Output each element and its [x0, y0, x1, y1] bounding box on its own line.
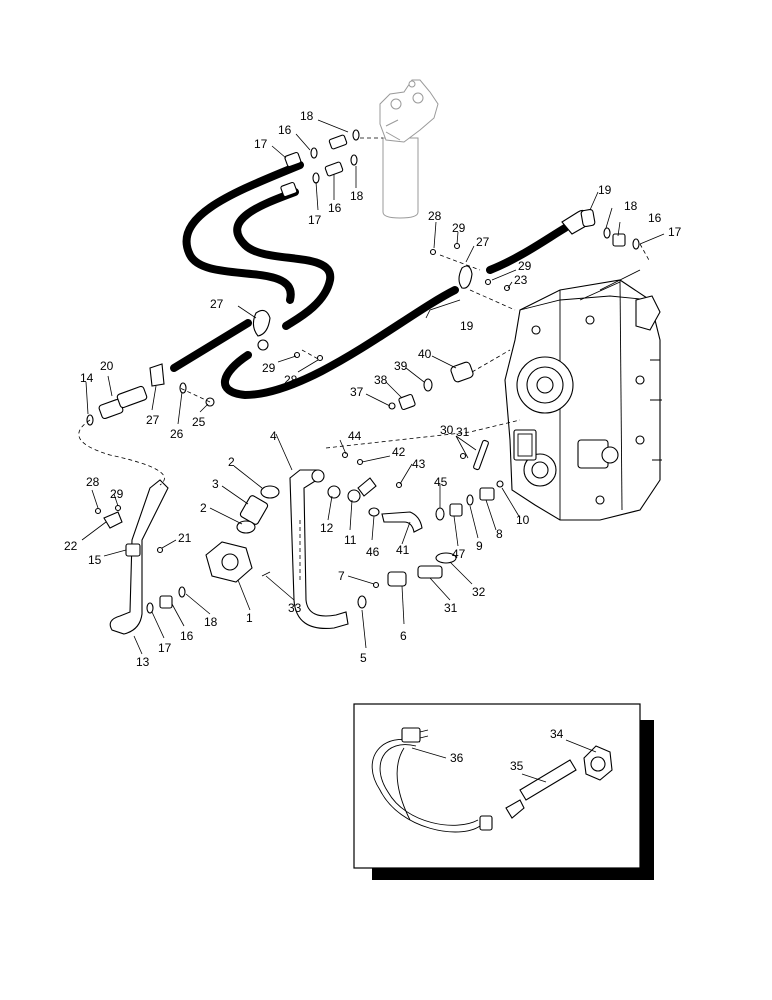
callout-29: 29	[110, 487, 124, 501]
callout-17: 17	[158, 641, 172, 655]
fittings-37-40	[388, 361, 474, 411]
callout-8: 8	[496, 527, 503, 541]
callout-4: 4	[270, 429, 277, 443]
transmission-housing	[504, 269, 662, 521]
callout-7: 7	[338, 569, 345, 583]
callout-27: 27	[476, 235, 490, 249]
callout-21: 21	[178, 531, 192, 545]
callout-20: 20	[100, 359, 114, 373]
callout-38: 38	[374, 373, 388, 387]
suction-tube-15	[103, 479, 186, 635]
callout-44: 44	[348, 429, 362, 443]
callout-29: 29	[262, 361, 276, 375]
callout-33: 33	[288, 601, 302, 615]
callout-28: 28	[86, 475, 100, 489]
callout-25: 25	[192, 415, 206, 429]
callout-13: 13	[136, 655, 150, 669]
callout-40: 40	[418, 347, 432, 361]
callout-37: 37	[350, 385, 364, 399]
callout-18: 18	[204, 615, 218, 629]
leader-lines	[81, 119, 665, 783]
return-fittings	[327, 477, 504, 579]
callout-15: 15	[88, 553, 102, 567]
callout-39: 39	[394, 359, 408, 373]
callout-31: 31	[456, 425, 470, 439]
callout-18: 18	[300, 109, 314, 123]
callout-16: 16	[648, 211, 662, 225]
callout-10: 10	[516, 513, 530, 527]
callout-26: 26	[170, 427, 184, 441]
cooler-hoses	[170, 161, 569, 399]
callout-23: 23	[514, 273, 528, 287]
callout-17: 17	[254, 137, 268, 151]
callout-46: 46	[366, 545, 380, 559]
guide-lines	[78, 137, 651, 580]
filter-fittings	[280, 129, 360, 198]
callout-28: 28	[284, 373, 298, 387]
callout-35: 35	[510, 759, 524, 773]
callout-27: 27	[146, 413, 160, 427]
callout-34: 34	[550, 727, 564, 741]
fitting-20	[86, 382, 215, 426]
callout-5: 5	[360, 651, 367, 665]
callout-41: 41	[396, 543, 410, 557]
callout-18: 18	[350, 189, 364, 203]
callout-29: 29	[452, 221, 466, 235]
callout-30: 30	[440, 423, 454, 437]
callout-43: 43	[412, 457, 426, 471]
callout-42: 42	[392, 445, 406, 459]
callout-36: 36	[450, 751, 464, 765]
callout-19: 19	[460, 319, 474, 333]
bolts-washers	[94, 242, 511, 589]
callout-16: 16	[278, 123, 292, 137]
callout-32: 32	[472, 585, 486, 599]
hose-clamps-27	[149, 265, 473, 387]
strainer-assembly	[205, 485, 280, 583]
callout-6: 6	[400, 629, 407, 643]
callout-17: 17	[308, 213, 322, 227]
callout-31: 31	[444, 601, 458, 615]
callout-1: 1	[246, 611, 253, 625]
callout-18: 18	[624, 199, 638, 213]
callout-16: 16	[180, 629, 194, 643]
callout-28: 28	[428, 209, 442, 223]
callout-12: 12	[320, 521, 334, 535]
callout-45: 45	[434, 475, 448, 489]
oil-filter-assembly	[379, 79, 439, 219]
elbow-fitting-19	[561, 209, 640, 250]
heater-kit-inset	[353, 703, 654, 880]
callout-27: 27	[210, 297, 224, 311]
callout-22: 22	[64, 539, 78, 553]
callout-29: 29	[518, 259, 532, 273]
tube-4	[289, 469, 407, 629]
callout-17: 17	[668, 225, 682, 239]
callout-3: 3	[212, 477, 219, 491]
callout-16: 16	[328, 201, 342, 215]
callout-2: 2	[228, 455, 235, 469]
callout-2: 2	[200, 501, 207, 515]
callout-14: 14	[80, 371, 94, 385]
callout-11: 11	[344, 533, 357, 547]
callout-9: 9	[476, 539, 483, 553]
callout-19: 19	[598, 183, 612, 197]
callout-47: 47	[452, 547, 466, 561]
callout-labels: 18 16 17 17 16 18 19 18 16 17 28 29 27 2…	[64, 109, 682, 773]
